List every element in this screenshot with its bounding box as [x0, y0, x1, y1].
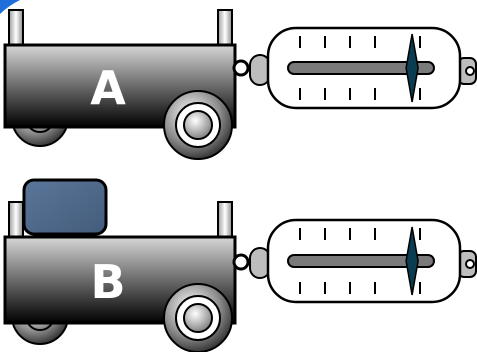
cart-a-label: A	[90, 61, 126, 115]
corner-accent	[0, 0, 20, 14]
cart-b-scale-bar	[287, 254, 435, 268]
cart-a-scale-ticks	[299, 36, 421, 100]
cart-b-label: B	[90, 255, 125, 309]
cart-b-assembly: B	[3, 178, 477, 352]
cart-a-scale-bar	[287, 61, 435, 75]
cart-b-front-wheel	[163, 283, 233, 352]
cart-b-spring-scale	[249, 218, 477, 304]
cart-b-scale-ticks	[299, 228, 421, 294]
cart-a-spring-scale	[249, 26, 477, 110]
cart-b-load-block	[22, 178, 108, 236]
cart-b-hook-ring	[232, 253, 250, 271]
cart-b-scale-pointer	[405, 226, 419, 296]
cart-b-body	[3, 235, 237, 325]
cart-a-scale-pointer	[405, 33, 419, 103]
cart-a-front-wheel	[163, 90, 233, 160]
cart-a-assembly: A	[3, 9, 477, 160]
cart-a-hook-ring	[232, 59, 250, 77]
